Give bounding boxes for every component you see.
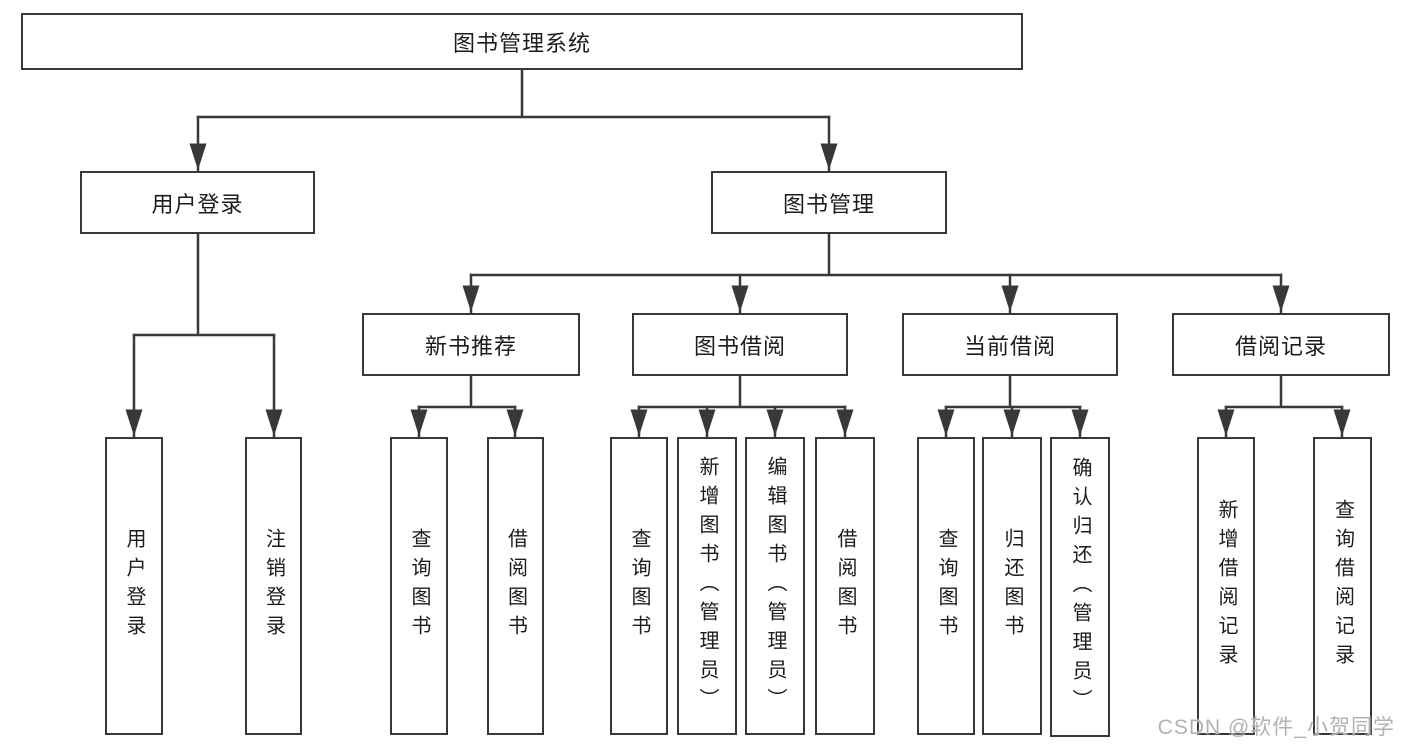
leaf-add-borrow-record: 新增借阅记录 [1197, 437, 1255, 735]
watermark-text: CSDN @软件_小贺同学 [1157, 716, 1395, 739]
node-user-login-label: 用户登录 [151, 191, 244, 217]
leaf-query-borrow-record-label: 查询借阅记录 [1331, 499, 1354, 673]
leaf-query-borrow-record: 查询借阅记录 [1313, 437, 1372, 735]
node-book-management-label: 图书管理 [782, 191, 875, 217]
node-current-borrow: 当前借阅 [902, 313, 1118, 376]
node-book-management: 图书管理 [711, 171, 947, 234]
leaf-user-login: 用户登录 [105, 437, 163, 735]
leaf-logout: 注销登录 [245, 437, 302, 735]
leaf-query-books-borrow: 查询图书 [610, 437, 668, 735]
node-root: 图书管理系统 [21, 13, 1023, 70]
leaf-borrow-books-recommend-label: 借阅图书 [504, 528, 527, 644]
node-root-label: 图书管理系统 [452, 30, 591, 56]
leaf-logout-label: 注销登录 [262, 528, 285, 644]
node-new-book-recommend: 新书推荐 [362, 313, 580, 376]
leaf-query-books-recommend: 查询图书 [390, 437, 448, 735]
leaf-return-book-label: 归还图书 [1001, 528, 1023, 644]
node-current-borrow-label: 当前借阅 [963, 333, 1056, 359]
leaf-return-book: 归还图书 [982, 437, 1042, 735]
node-new-book-recommend-label: 新书推荐 [424, 333, 517, 359]
leaf-edit-book-admin: 编辑图书（管理员） [745, 437, 805, 735]
node-book-borrow-label: 图书借阅 [693, 333, 786, 359]
leaf-borrow-books-recommend: 借阅图书 [487, 437, 544, 735]
leaf-query-books-current: 查询图书 [917, 437, 975, 735]
leaf-query-books-borrow-label: 查询图书 [628, 528, 650, 644]
leaf-query-books-current-label: 查询图书 [935, 528, 957, 644]
node-user-login: 用户登录 [80, 171, 315, 234]
node-borrow-records-label: 借阅记录 [1234, 333, 1327, 359]
leaf-add-book-admin: 新增图书（管理员） [677, 437, 737, 735]
node-book-borrow: 图书借阅 [632, 313, 848, 376]
leaf-add-book-admin-label: 新增图书（管理员） [696, 455, 718, 717]
leaf-borrow-books: 借阅图书 [815, 437, 875, 735]
leaf-confirm-return-admin: 确认归还（管理员） [1050, 437, 1110, 737]
leaf-edit-book-admin-label: 编辑图书（管理员） [764, 455, 786, 717]
node-borrow-records: 借阅记录 [1172, 313, 1390, 376]
leaf-user-login-label: 用户登录 [123, 528, 145, 644]
leaf-borrow-books-label: 借阅图书 [834, 528, 856, 644]
leaf-add-borrow-record-label: 新增借阅记录 [1215, 499, 1237, 673]
leaf-confirm-return-admin-label: 确认归还（管理员） [1069, 456, 1091, 718]
leaf-query-books-recommend-label: 查询图书 [408, 528, 430, 644]
